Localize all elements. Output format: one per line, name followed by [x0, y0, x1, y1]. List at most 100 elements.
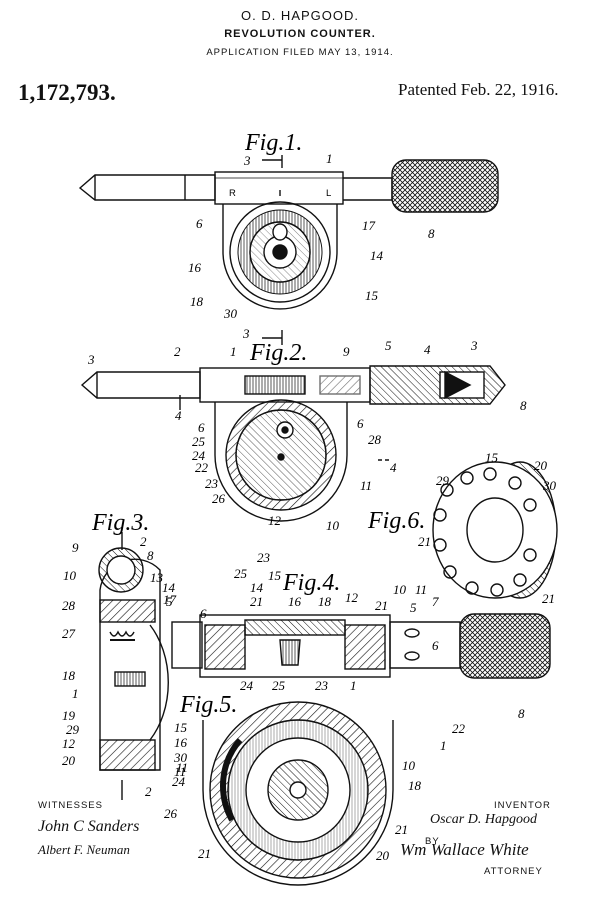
inventor-label: INVENTOR	[494, 800, 551, 811]
ref-numeral: 6	[198, 420, 205, 435]
ref-numeral: 12	[62, 736, 76, 751]
fig-3-label: Fig.3.	[91, 510, 149, 536]
ref-numeral: 12	[268, 513, 282, 528]
ref-numeral: 1	[72, 686, 79, 701]
ref-numeral: 1	[440, 738, 447, 753]
ref-numeral: 23	[315, 678, 329, 693]
attorney-label: ATTORNEY	[484, 866, 543, 877]
ref-numeral: 3	[242, 326, 250, 341]
ref-numeral: 16	[188, 260, 202, 275]
ref-numeral: 28	[368, 432, 382, 447]
ref-numeral: 26	[212, 491, 226, 506]
fig-1-label: Fig.1.	[244, 130, 302, 156]
ref-numeral: 2	[174, 344, 181, 359]
witnesses-label: WITNESSES	[38, 800, 103, 811]
figure-1-drawing	[80, 160, 498, 309]
ref-numeral: 15	[365, 288, 379, 303]
ref-numeral: 18	[318, 594, 332, 609]
attorney-signature: Wm Wallace White	[400, 840, 529, 860]
ref-numeral: 15	[174, 720, 188, 735]
figure-4-drawing	[172, 614, 550, 678]
ref-numeral: 21	[198, 846, 211, 861]
ref-numeral: 18	[62, 668, 76, 683]
ref-numeral: 21	[395, 822, 408, 837]
ref-numeral: 8	[147, 548, 154, 563]
dial-letter-r: R	[229, 188, 237, 199]
ref-numeral: 10	[326, 518, 340, 533]
ref-numeral: 4	[390, 460, 397, 475]
ref-numeral: 2	[140, 534, 147, 549]
witness-signature-1: John C Sanders	[38, 818, 139, 836]
dial-letter-l: L	[326, 188, 332, 199]
ref-numeral: 11	[360, 478, 372, 493]
ref-numeral: 4	[175, 408, 182, 423]
ref-numeral: 26	[164, 806, 178, 821]
ref-numeral: 30	[542, 478, 557, 493]
ref-numeral: 11	[415, 582, 427, 597]
ref-numeral: 18	[408, 778, 422, 793]
ref-numeral: 19	[62, 708, 76, 723]
ref-numeral: 10	[402, 758, 416, 773]
ref-numeral: 21	[418, 534, 431, 549]
ref-numeral: 25	[234, 566, 248, 581]
ref-numeral: 29	[436, 473, 450, 488]
ref-numeral: 21	[542, 591, 555, 606]
ref-numeral: 6	[200, 606, 207, 621]
ref-numeral: 10	[393, 582, 407, 597]
ref-numeral: 24	[172, 774, 186, 789]
ref-numeral: 8	[428, 226, 435, 241]
ref-numeral: 6	[357, 416, 364, 431]
figure-5-drawing	[203, 702, 393, 885]
ref-numeral: 9	[343, 344, 350, 359]
ref-numeral: 20	[534, 458, 548, 473]
ref-numeral: 11	[176, 760, 188, 775]
ref-numeral: 20	[62, 753, 76, 768]
ref-numeral: 14	[370, 248, 384, 263]
ref-numeral: 3	[470, 338, 478, 353]
inventor-signature: Oscar D. Hapgood	[430, 812, 537, 828]
ref-numeral: 8	[518, 706, 525, 721]
ref-numeral: 3	[243, 153, 251, 168]
ref-numeral: 28	[62, 598, 76, 613]
ref-numeral: 29	[66, 722, 80, 737]
ref-numeral: 8	[520, 398, 527, 413]
ref-numeral: 6	[196, 216, 203, 231]
ref-numeral: 1	[326, 151, 333, 166]
ref-numeral: 22	[452, 721, 466, 736]
ref-numeral: 4	[424, 342, 431, 357]
ref-numeral: 1	[350, 678, 357, 693]
ref-numeral: 30	[223, 306, 238, 321]
ref-numeral: 14	[250, 580, 264, 595]
ref-numeral: 7	[432, 594, 439, 609]
fig-5-label: Fig.5.	[179, 692, 237, 718]
ref-numeral: 10	[63, 568, 77, 583]
ref-numeral: 17	[362, 218, 376, 233]
ref-numeral: 25	[192, 434, 206, 449]
ref-numeral: 16	[174, 735, 188, 750]
fig-4-label: Fig.4.	[282, 570, 340, 596]
ref-numeral: 20	[376, 848, 390, 863]
ref-numeral: 15	[268, 568, 282, 583]
ref-numeral: 22	[195, 460, 209, 475]
ref-numeral: 25	[272, 678, 286, 693]
fig-2-label: Fig.2.	[249, 340, 307, 366]
ref-numeral: 5	[410, 600, 417, 615]
ref-numeral: 6	[432, 638, 439, 653]
ref-numeral: 5	[166, 594, 173, 609]
ref-numeral: 21	[375, 598, 388, 613]
ref-numeral: 3	[87, 352, 95, 367]
figure-6-drawing	[433, 462, 557, 598]
ref-numeral: 23	[257, 550, 271, 565]
fig-6-label: Fig.6.	[367, 508, 425, 534]
ref-numeral: 2	[145, 784, 152, 799]
ref-numeral: 18	[190, 294, 204, 309]
ref-numeral: 27	[62, 626, 76, 641]
ref-numeral: 24	[240, 678, 254, 693]
witness-signature-2: Albert F. Neuman	[38, 842, 130, 858]
ref-numeral: 21	[250, 594, 263, 609]
ref-numeral: 12	[345, 590, 359, 605]
ref-numeral: 5	[385, 338, 392, 353]
ref-numeral: 15	[485, 450, 499, 465]
ref-numeral: 9	[72, 540, 79, 555]
